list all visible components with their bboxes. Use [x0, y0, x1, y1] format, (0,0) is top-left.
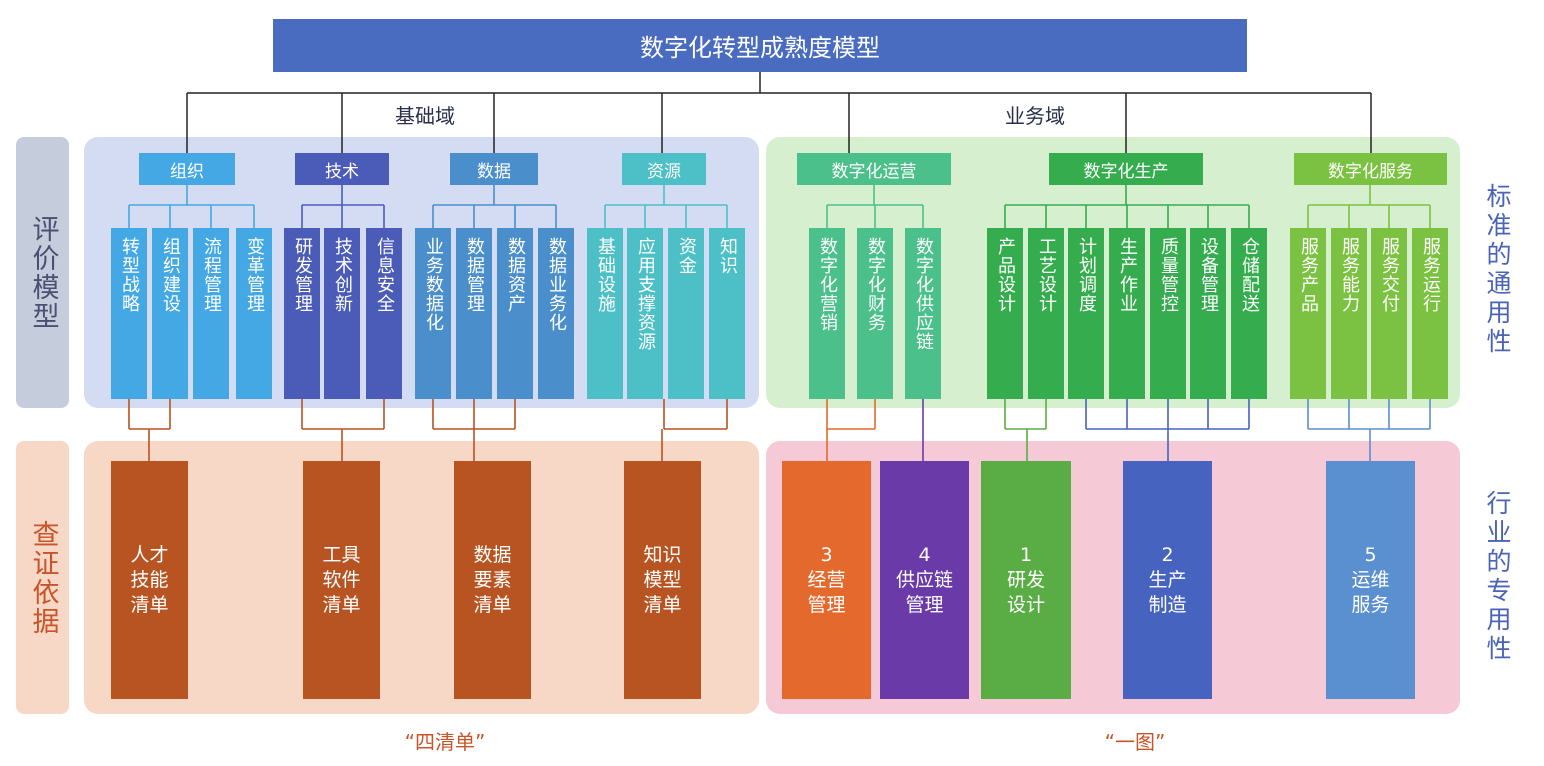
category-org: 组织: [139, 153, 235, 185]
evaluation-model-label: 评价模型: [16, 137, 69, 408]
category-digital-service: 数字化服务: [1294, 153, 1447, 185]
business-domain-label: 业务域: [1005, 104, 1065, 128]
rd-design-box: 1 研发 设计: [981, 461, 1071, 699]
item-organization-building: 组织建设: [152, 228, 188, 399]
item-data-businessization: 数据业务化: [538, 228, 574, 399]
business-management-box: 3 经营 管理: [782, 461, 871, 699]
item-process-design: 工艺设计: [1028, 228, 1064, 399]
model-title: 数字化转型成熟度模型: [273, 19, 1247, 72]
industry-specific-label: 行业的专用性: [1483, 490, 1512, 664]
knowledge-model-list: 知识 模型 清单: [624, 461, 701, 699]
production-manufacturing-box: 2 生产 制造: [1123, 461, 1212, 699]
foundation-domain-label: 基础域: [395, 104, 455, 128]
item-quality-control: 质量管控: [1150, 228, 1186, 399]
item-service-capability: 服务能力: [1331, 228, 1367, 399]
item-equipment-management: 设备管理: [1190, 228, 1226, 399]
item-funds: 资金: [668, 228, 704, 399]
supply-chain-management-box: 4 供应链 管理: [880, 461, 969, 699]
item-service-operation: 服务运行: [1412, 228, 1448, 399]
item-planning-scheduling: 计划调度: [1068, 228, 1104, 399]
item-digital-marketing: 数字化营销: [809, 228, 845, 399]
item-product-design: 产品设计: [987, 228, 1023, 399]
item-data-assets: 数据资产: [497, 228, 533, 399]
item-transformation-strategy: 转型战略: [111, 228, 147, 399]
category-digital-operation: 数字化运营: [797, 153, 951, 185]
evidence-label: 查证依据: [16, 441, 69, 714]
tool-software-list: 工具 软件 清单: [303, 461, 380, 699]
item-information-security: 信息安全: [366, 228, 402, 399]
category-resource: 资源: [622, 153, 706, 185]
general-standard-label: 标准的通用性: [1483, 183, 1512, 357]
item-infrastructure: 基础设施: [587, 228, 623, 399]
operation-service-box: 5 运维 服务: [1326, 461, 1415, 699]
item-business-datafication: 业务数据化: [415, 228, 451, 399]
item-data-management: 数据管理: [456, 228, 492, 399]
item-process-management: 流程管理: [193, 228, 229, 399]
category-digital-production: 数字化生产: [1049, 153, 1203, 185]
item-tech-innovation: 技术创新: [324, 228, 360, 399]
category-tech: 技术: [295, 153, 389, 185]
four-lists-caption: “四清单”: [404, 730, 486, 754]
data-elements-list: 数据 要素 清单: [454, 461, 531, 699]
one-map-caption: “一图”: [1104, 730, 1166, 754]
item-change-management: 变革管理: [236, 228, 272, 399]
item-warehouse-delivery: 仓储配送: [1231, 228, 1267, 399]
talent-skills-list: 人才 技能 清单: [111, 461, 188, 699]
item-service-products: 服务产品: [1290, 228, 1326, 399]
item-application-support: 应用支撑资源: [627, 228, 663, 399]
category-data: 数据: [450, 153, 538, 185]
item-digital-supply-chain: 数字化供应链: [905, 228, 941, 399]
item-rd-management: 研发管理: [284, 228, 320, 399]
item-knowledge: 知识: [709, 228, 745, 399]
item-production-operation: 生产作业: [1109, 228, 1145, 399]
item-digital-finance: 数字化财务: [857, 228, 893, 399]
item-service-delivery: 服务交付: [1371, 228, 1407, 399]
